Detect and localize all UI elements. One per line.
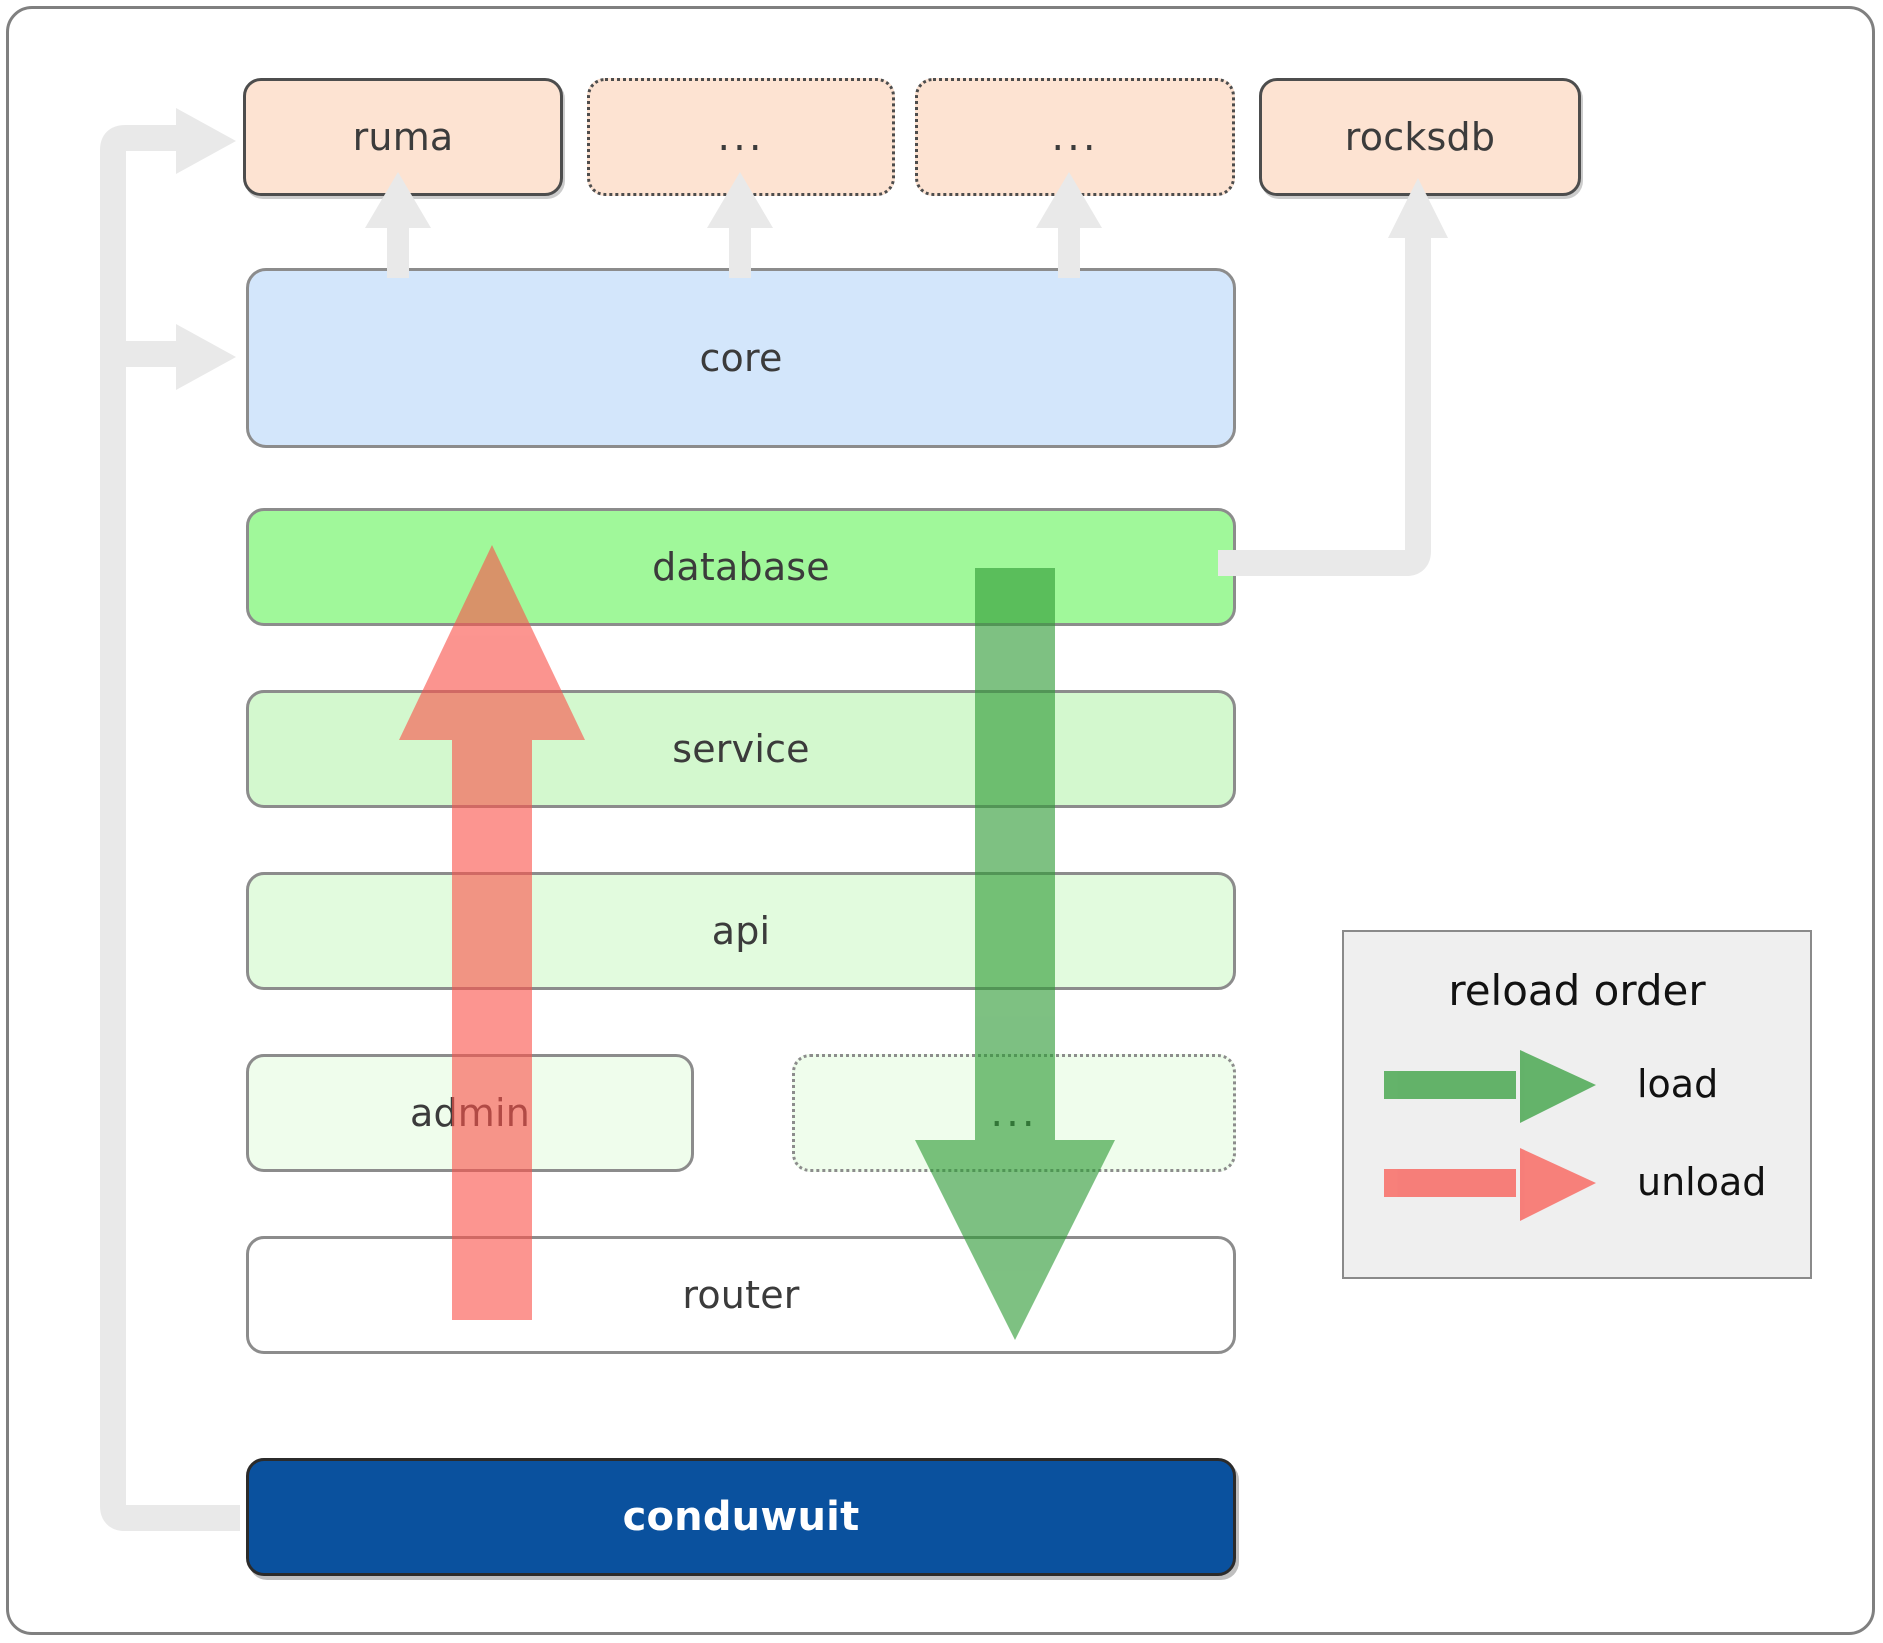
layer-label: router — [682, 1273, 800, 1317]
layer-box-router[interactable]: router — [246, 1236, 1236, 1354]
core-box[interactable]: core — [246, 268, 1236, 448]
legend-arrow-svg — [1384, 1050, 1596, 1221]
dependency-box-ruma[interactable]: ruma — [243, 78, 563, 196]
layer-box-api[interactable]: api — [246, 872, 1236, 990]
dependency-label: ruma — [352, 115, 454, 159]
layer-label: ... — [990, 1090, 1038, 1136]
dependency-box-rocksdb[interactable]: rocksdb — [1259, 78, 1581, 196]
core-label: core — [699, 336, 783, 380]
layer-label: api — [711, 909, 771, 953]
dependency-label: ... — [717, 114, 765, 160]
layer-box-database[interactable]: database — [246, 508, 1236, 626]
legend-title: reload order — [1448, 966, 1706, 1015]
layer-label: admin — [409, 1091, 531, 1135]
layer-label: service — [672, 727, 810, 771]
layer-box-ellipsis[interactable]: ... — [792, 1054, 1236, 1172]
dependency-label: rocksdb — [1344, 115, 1496, 159]
legend-load-arrow — [1384, 1050, 1596, 1123]
legend-panel: reload order load unload — [1342, 930, 1812, 1279]
dependency-box-ellipsis-1[interactable]: ... — [587, 78, 895, 196]
dependency-label: ... — [1051, 114, 1099, 160]
layer-label: database — [652, 545, 830, 589]
legend-label-unload: unload — [1637, 1160, 1767, 1204]
legend-unload-arrow — [1384, 1148, 1596, 1221]
layer-box-service[interactable]: service — [246, 690, 1236, 808]
layer-box-admin[interactable]: admin — [246, 1054, 694, 1172]
legend-label-load: load — [1637, 1062, 1719, 1106]
conduwuit-box[interactable]: conduwuit — [246, 1458, 1236, 1576]
dependency-box-ellipsis-2[interactable]: ... — [915, 78, 1235, 196]
conduwuit-label: conduwuit — [622, 1494, 860, 1540]
diagram-frame — [6, 6, 1875, 1635]
